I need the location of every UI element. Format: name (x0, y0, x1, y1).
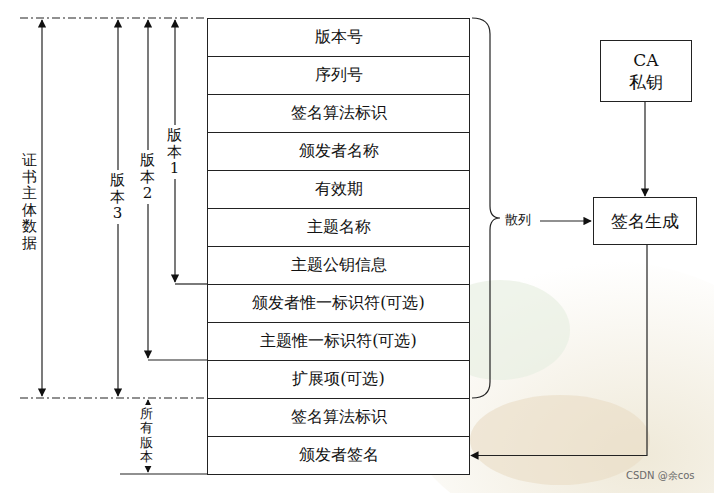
flow-arrow (644, 102, 645, 196)
certificate-field: 颁发者惟一标识符(可选) (207, 284, 470, 323)
certificate-field: 序列号 (207, 56, 470, 95)
field-text: 颁发者签名 (299, 445, 379, 466)
flow-arrow (471, 245, 647, 456)
certificate-field: 有效期 (207, 170, 470, 209)
process-box: CA 私钥 (600, 40, 692, 102)
version-label: 版本1 (167, 125, 182, 179)
field-text: 主题公钥信息 (291, 255, 387, 276)
version-label: 版本2 (140, 150, 155, 204)
field-text: 主题名称 (307, 217, 371, 238)
field-text: 主题惟一标识符(可选) (260, 331, 416, 352)
certificate-field: 主题名称 (207, 208, 470, 247)
span-label: 证书主体数据 (22, 150, 37, 253)
certificate-field: 签名算法标识 (207, 94, 470, 133)
field-text: 颁发者惟一标识符(可选) (252, 293, 424, 314)
certificate-field: 版本号 (207, 18, 470, 57)
field-text: 序列号 (315, 65, 363, 86)
field-text: 签名算法标识 (291, 407, 387, 428)
certificate-field: 主题惟一标识符(可选) (207, 322, 470, 361)
certificate-field: 颁发者签名 (207, 436, 470, 475)
field-text: 签名生成 (611, 210, 679, 233)
version-label: 版本3 (110, 170, 125, 224)
process-box: 签名生成 (593, 197, 697, 245)
watermark: CSDN @余cos (626, 470, 695, 481)
certificate-field: 颁发者名称 (207, 132, 470, 171)
certificate-field: 签名算法标识 (207, 398, 470, 437)
certificate-field: 主题公钥信息 (207, 246, 470, 285)
field-text: 颁发者名称 (299, 141, 379, 162)
bracket-lines (20, 18, 591, 474)
field-text: 有效期 (315, 179, 363, 200)
field-text: 扩展项(可选) (292, 369, 384, 390)
hash-label: 散列 (505, 213, 531, 227)
field-text: 版本号 (315, 27, 363, 48)
field-text: 签名算法标识 (291, 103, 387, 124)
certificate-field: 扩展项(可选) (207, 360, 470, 399)
field-text: CA 私钥 (626, 49, 667, 93)
version-label: 所有版本 (140, 405, 153, 466)
